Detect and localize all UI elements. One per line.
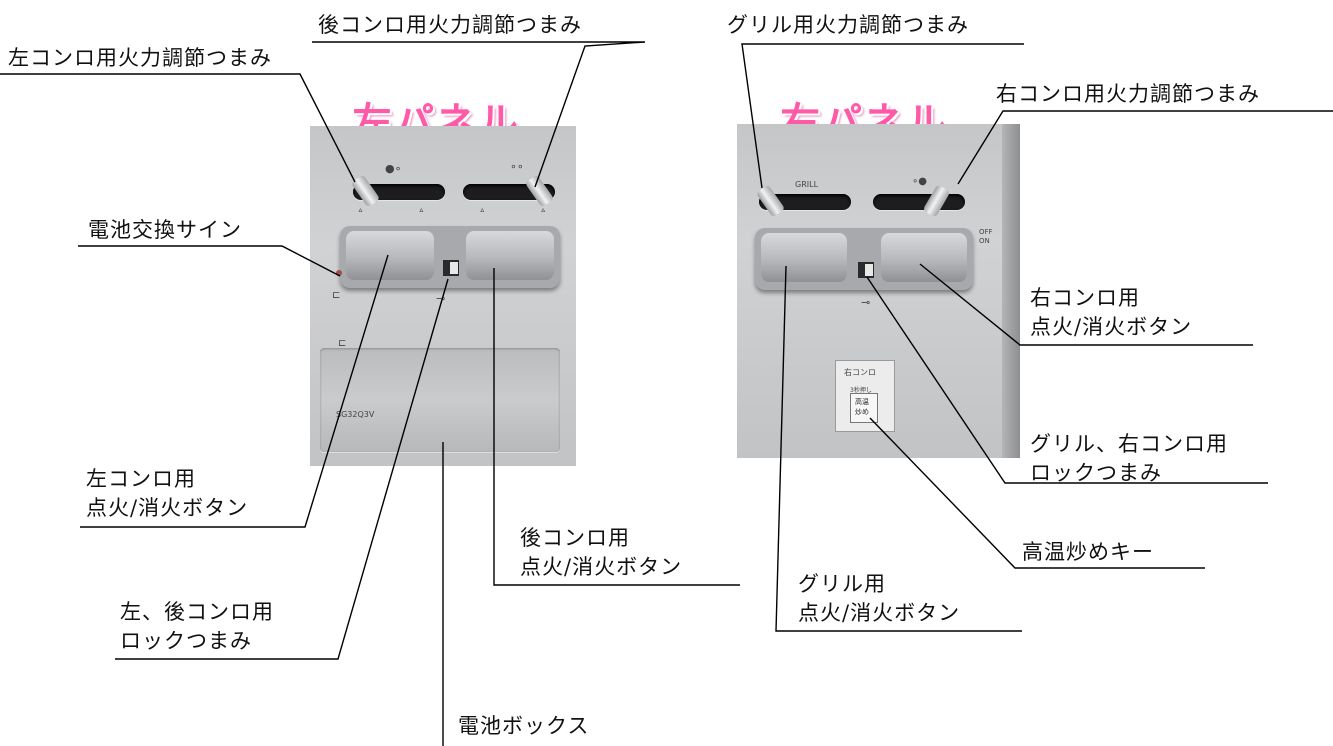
leader-high-temp-key (869, 417, 1205, 569)
stir-fry-label: 炒め (855, 408, 869, 416)
label-grill-button-line1: グリル用 (798, 572, 886, 596)
lock-key-icon: ⊸ (436, 292, 446, 305)
label-right-button: 右コンロ用 点火/消火ボタン (1030, 284, 1192, 342)
high-temp-label: 高温 (855, 398, 869, 406)
leader-right-burner-knob (957, 110, 1333, 185)
label-grill-right-lock-line2: ロックつまみ (1030, 461, 1162, 485)
label-battery-box: 電池ボックス (458, 714, 590, 738)
rear-burner-button[interactable] (466, 231, 554, 280)
leader-left-burner-knob (0, 73, 356, 183)
on-label: ON (979, 237, 990, 245)
label-left-button-line2: 点火/消火ボタン (86, 496, 249, 520)
hold-label: 3秒押し (850, 387, 872, 394)
battery-sign-led (336, 270, 342, 276)
grill-button[interactable] (761, 233, 847, 282)
label-left-rear-lock: 左、後コンロ用 ロックつまみ (120, 598, 274, 656)
label-grill-knob: グリル用火力調節つまみ (727, 13, 969, 37)
label-right-burner-knob: 右コンロ用火力調節つまみ (996, 82, 1260, 106)
left-burner-flame-icon: ●∘ (385, 162, 402, 175)
label-rear-burner-knob: 後コンロ用火力調節つまみ (318, 13, 582, 37)
label-grill-right-lock-line1: グリル、右コンロ用 (1030, 432, 1228, 456)
label-right-button-line2: 点火/消火ボタン (1030, 315, 1193, 339)
leader-right-button (919, 263, 1253, 346)
high-temp-key[interactable]: 高温 炒め (850, 393, 878, 423)
leader-battery-sign (78, 245, 341, 277)
grill-right-lock-knob[interactable] (865, 264, 873, 276)
left-button-bar (340, 226, 560, 288)
battery-box-icon: ⊏ (338, 338, 347, 349)
grill-knob-label: GRILL (795, 180, 819, 189)
right-panel-side-shadow (1002, 124, 1020, 458)
leader-grill-right-lock (866, 276, 1268, 484)
label-left-button-line1: 左コンロ用 (86, 467, 196, 491)
leader-left-rear-lock (115, 278, 449, 660)
label-left-rear-lock-line1: 左、後コンロ用 (120, 600, 274, 624)
label-left-button: 左コンロ用 点火/消火ボタン (86, 465, 248, 523)
battery-box[interactable]: SG32Q3V (320, 348, 560, 452)
leader-left-button (80, 254, 389, 528)
model-number: SG32Q3V (336, 410, 375, 419)
label-battery-sign: 電池交換サイン (88, 218, 242, 242)
label-rear-button-line1: 後コンロ用 (520, 526, 630, 550)
right-burner-button[interactable] (881, 233, 967, 282)
label-right-button-line1: 右コンロ用 (1030, 286, 1140, 310)
right-button-bar (755, 228, 973, 290)
battery-sign-icon: ⊏ (332, 290, 341, 301)
left-rear-lock-knob[interactable] (450, 262, 458, 274)
left-panel-photo: ●∘ ∘∘ ᐞᐞᐞᐞ ⊏ ⊸ ⊏ SG32Q3V (310, 126, 576, 466)
left-burner-button[interactable] (346, 231, 434, 280)
lock-key-icon-right: ⊸ (861, 296, 871, 309)
label-grill-button: グリル用 点火/消火ボタン (798, 570, 960, 628)
flame-scale-icons: ᐞᐞᐞᐞ (358, 208, 602, 218)
label-rear-button-line2: 点火/消火ボタン (520, 555, 683, 579)
right-conro-label: 右コンロ (844, 368, 876, 377)
leader-rear-burner-knob (312, 41, 646, 188)
leader-rear-button (493, 268, 740, 586)
label-high-temp-key: 高温炒めキー (1022, 540, 1154, 564)
right-panel-photo: GRILL ∘● OFF ON ⊸ 右コンロ 3秒押し 高温 炒め (737, 124, 1020, 458)
label-grill-button-line2: 点火/消火ボタン (798, 601, 961, 625)
leader-grill-knob (741, 43, 1024, 189)
label-left-burner-knob: 左コンロ用火力調節つまみ (8, 46, 272, 70)
off-label: OFF (979, 228, 993, 236)
high-temp-key-panel: 右コンロ 3秒押し 高温 炒め (835, 360, 895, 432)
right-burner-flame-icon: ∘● (912, 176, 927, 187)
label-grill-right-lock: グリル、右コンロ用 ロックつまみ (1030, 430, 1228, 488)
leader-grill-button (775, 265, 1022, 632)
rear-burner-flame-icon: ∘∘ (510, 160, 524, 173)
label-rear-button: 後コンロ用 点火/消火ボタン (520, 524, 682, 582)
label-left-rear-lock-line2: ロックつまみ (120, 629, 252, 653)
